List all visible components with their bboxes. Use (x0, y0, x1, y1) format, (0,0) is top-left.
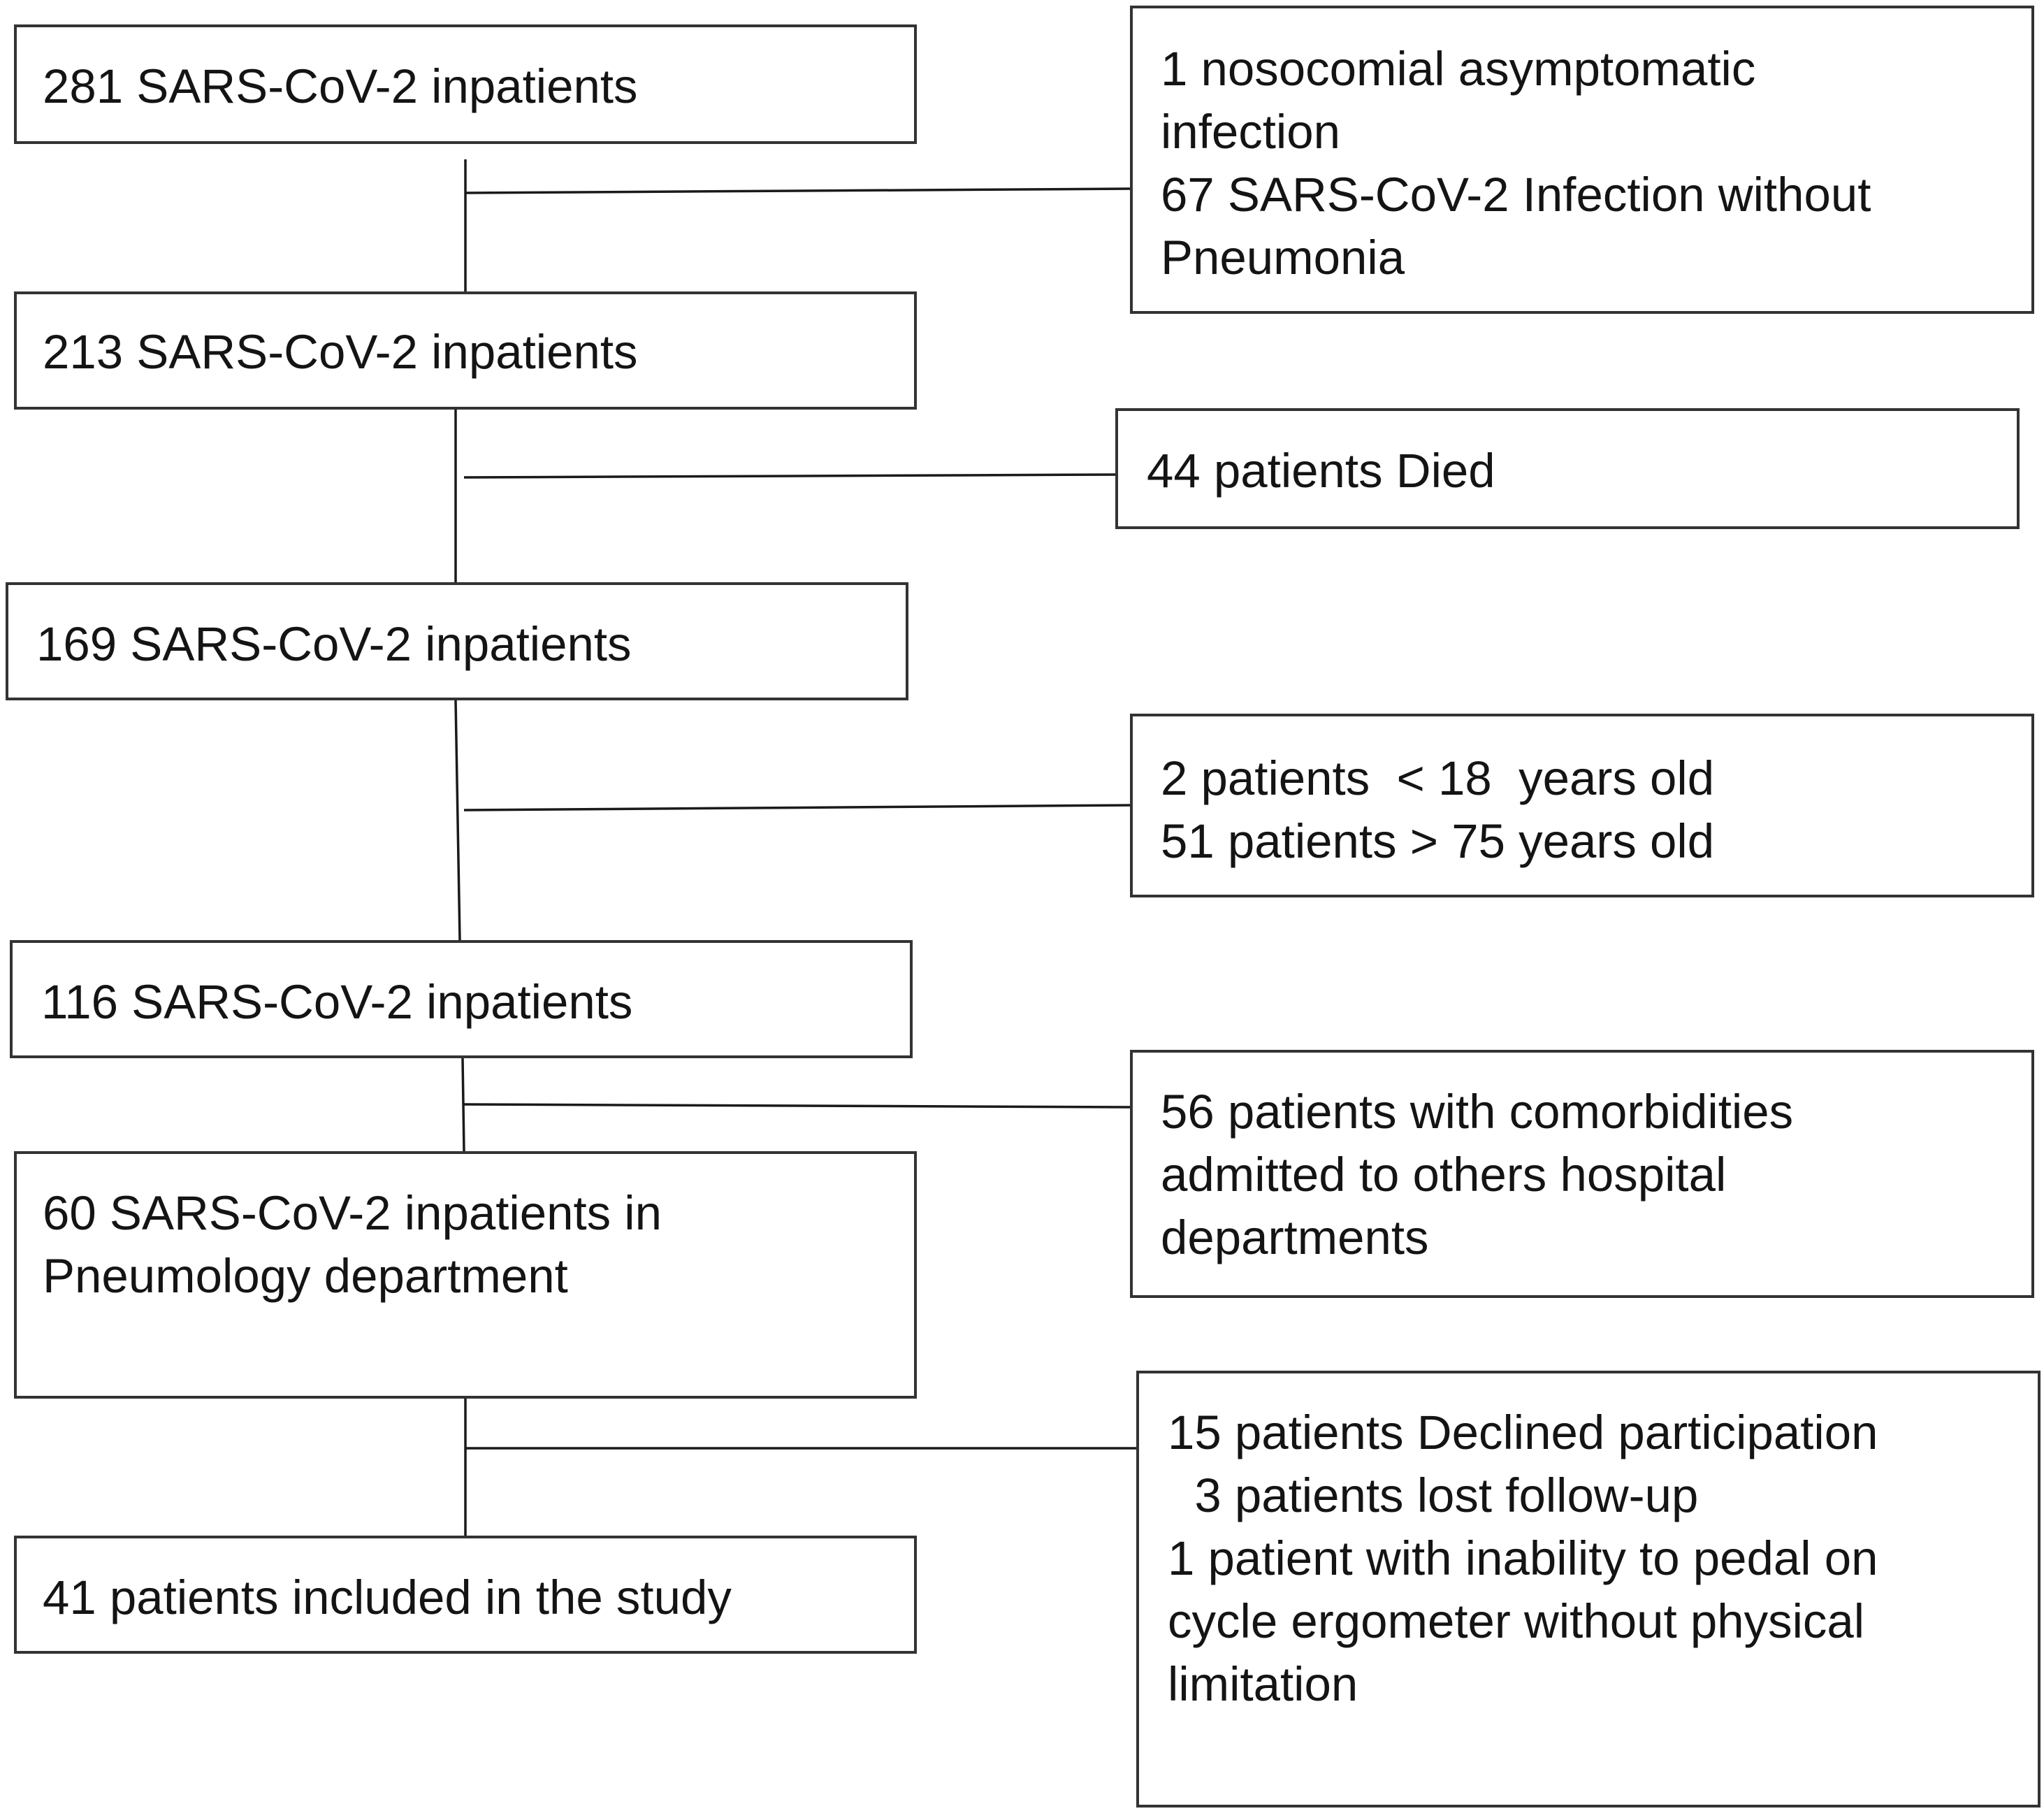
box-text-line: 1 nosocomial asymptomatic (1161, 42, 1756, 96)
exclusion-box-age: 2 patients < 18 years old 51 patients > … (1130, 714, 2034, 897)
box-text-line: Pneumology department (43, 1249, 568, 1303)
exclusion-branch-2 (463, 473, 1116, 479)
box-text-line: 67 SARS-CoV-2 Infection without (1161, 168, 1871, 222)
flow-arrow-3 (454, 700, 461, 941)
exclusion-branch-1 (465, 187, 1131, 194)
box-text-line: 169 SARS-CoV-2 inpatients (36, 617, 632, 671)
box-text-line: Pneumonia (1161, 231, 1405, 284)
box-text-line: 116 SARS-CoV-2 inpatients (41, 975, 633, 1029)
box-text-line: 56 patients with comorbidities (1161, 1085, 1794, 1139)
exclusion-box-comorbidities: 56 patients with comorbidities admitted … (1130, 1050, 2034, 1298)
box-169-inpatients: 169 SARS-CoV-2 inpatients (6, 582, 908, 700)
box-text-line: 60 SARS-CoV-2 inpatients in (43, 1186, 662, 1240)
box-text-line: 51 patients > 75 years old (1161, 814, 1715, 868)
exclusion-box-declined: 15 patients Declined participation 3 pat… (1136, 1371, 2041, 1808)
box-text-line: 15 patients Declined participation (1168, 1406, 1878, 1459)
box-text-line: 2 patients < 18 years old (1161, 751, 1715, 805)
box-text-line: 213 SARS-CoV-2 inpatients (43, 325, 638, 379)
box-60-pneumology-inpatients: 60 SARS-CoV-2 inpatients in Pneumology d… (14, 1151, 917, 1399)
box-text-line: 281 SARS-CoV-2 inpatients (43, 59, 638, 113)
box-text-line: 44 patients Died (1147, 444, 1495, 498)
box-text-line: admitted to others hospital (1161, 1148, 1727, 1202)
exclusion-branch-4 (463, 1103, 1131, 1109)
box-text-line: limitation (1168, 1657, 1358, 1711)
box-text-line: cycle ergometer without physical (1168, 1594, 1865, 1648)
box-213-inpatients: 213 SARS-CoV-2 inpatients (14, 291, 917, 410)
box-text-line: departments (1161, 1211, 1429, 1264)
box-text-line: 3 patients lost follow-up (1168, 1469, 1699, 1522)
exclusion-box-no-pneumonia: 1 nosocomial asymptomatic infection 67 S… (1130, 6, 2034, 314)
flow-arrow-4 (461, 1058, 465, 1152)
box-text-line: 1 patient with inability to pedal on (1168, 1531, 1878, 1585)
box-116-inpatients: 116 SARS-CoV-2 inpatients (10, 940, 913, 1058)
box-281-inpatients: 281 SARS-CoV-2 inpatients (14, 24, 917, 144)
box-text-line: 41 patients included in the study (43, 1571, 732, 1624)
box-41-included: 41 patients included in the study (14, 1536, 917, 1654)
exclusion-branch-3 (463, 804, 1131, 811)
exclusion-box-died: 44 patients Died (1115, 408, 2020, 529)
box-text-line: infection (1161, 105, 1340, 159)
